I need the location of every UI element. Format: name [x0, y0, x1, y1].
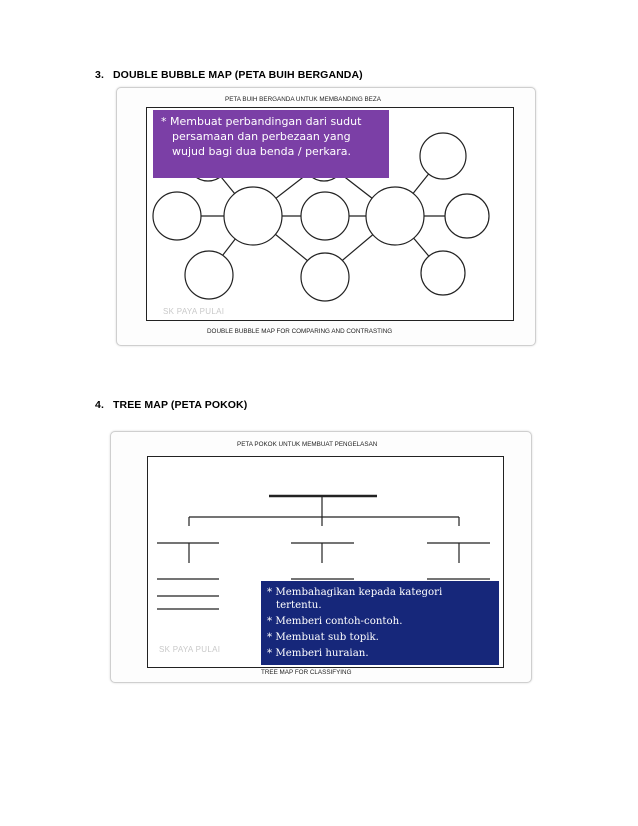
- section-4-title: TREE MAP (PETA POKOK): [113, 399, 248, 411]
- tree-map-watermark: SK PAYA PULAI: [159, 645, 221, 654]
- bubble-main-left: [223, 186, 283, 246]
- tree-map-caption: TREE MAP FOR CLASSIFYING: [261, 669, 352, 676]
- bubble-middle: [300, 191, 350, 241]
- note-line: * Membahagikan kepada kategori: [267, 587, 443, 598]
- tree-map-figure: PETA POKOK UNTUK MEMBUAT PENGELASAN * Me…: [110, 431, 532, 683]
- note-line: persamaan dan perbezaan yang: [172, 130, 351, 143]
- section-3-heading: 3. DOUBLE BUBBLE MAP (PETA BUIH BERGANDA): [95, 69, 363, 81]
- section-3-number: 3.: [95, 69, 104, 81]
- bubble-right: [444, 193, 490, 239]
- section-3-title: DOUBLE BUBBLE MAP (PETA BUIH BERGANDA): [113, 69, 363, 81]
- note-line: tertentu.: [276, 600, 322, 611]
- tree-diagram: [157, 494, 490, 610]
- tree-map-note: * Membahagikan kepada kategori tertentu.…: [261, 581, 499, 665]
- section-4-heading: 4. TREE MAP (PETA POKOK): [95, 399, 247, 411]
- bubble-bottom-left: [184, 250, 234, 300]
- bubble-bottom-right: [420, 250, 466, 296]
- double-bubble-map-title: PETA BUIH BERGANDA UNTUK MEMBANDING BEZA: [225, 96, 381, 103]
- bubble-main-right: [365, 186, 425, 246]
- note-line: * Membuat perbandingan dari sudut: [161, 115, 362, 128]
- bubble-bottom-middle: [300, 252, 350, 302]
- tree-map-title: PETA POKOK UNTUK MEMBUAT PENGELASAN: [237, 441, 378, 448]
- double-bubble-note: * Membuat perbandingan dari sudut persam…: [153, 110, 389, 178]
- section-4-number: 4.: [95, 399, 104, 411]
- double-bubble-map-figure: PETA BUIH BERGANDA UNTUK MEMBANDING BEZA: [116, 87, 536, 346]
- note-line: wujud bagi dua benda / perkara.: [172, 145, 352, 158]
- double-bubble-caption: DOUBLE BUBBLE MAP FOR COMPARING AND CONT…: [207, 328, 393, 335]
- note-line: * Memberi contoh-contoh.: [267, 616, 403, 627]
- bubble-left: [152, 191, 202, 241]
- bubble-top-right: [419, 132, 467, 180]
- note-line: * Memberi huraian.: [267, 648, 369, 659]
- double-bubble-watermark: SK PAYA PULAI: [163, 307, 225, 316]
- note-line: * Membuat sub topik.: [267, 632, 379, 643]
